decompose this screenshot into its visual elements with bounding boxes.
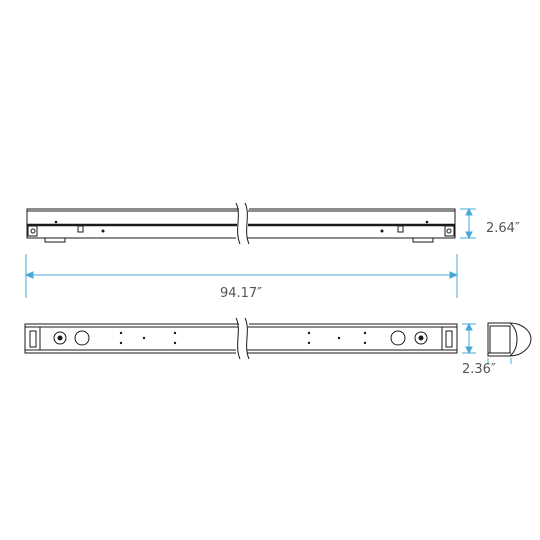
- side-view-left-endcap: [27, 225, 38, 237]
- bottom-view-left-slot: [29, 330, 37, 348]
- side-view-break-line-left: [235, 202, 241, 245]
- height-dim-arrow-bottom: [465, 231, 473, 240]
- bottom-view-left-knockout-large: [74, 330, 90, 346]
- width-dimension: [462, 322, 476, 355]
- width-dimension-label: 2.36″: [462, 362, 496, 377]
- height-dimension: [460, 207, 476, 240]
- length-dim-arrow-right: [449, 271, 459, 279]
- end-profile-outline: [487, 322, 532, 357]
- bottom-view-break-line-right: [244, 317, 250, 360]
- bottom-view-break-line-left: [235, 317, 241, 360]
- side-view: [26, 202, 456, 245]
- bottom-view-left-body: [24, 323, 239, 354]
- side-view-left-body: [26, 208, 239, 239]
- bottom-view: [24, 317, 458, 360]
- bottom-view-right-slot: [445, 330, 453, 348]
- bottom-view-right-knockout-large: [390, 330, 406, 346]
- length-dimension-label: 94.17″: [220, 286, 262, 301]
- side-view-break-line-right: [244, 202, 250, 245]
- side-view-left-screw: [30, 228, 36, 234]
- width-dim-arrow-bottom: [465, 346, 473, 355]
- bottom-view-left-knockout-small: [53, 331, 67, 345]
- bottom-view-left-knockout-small-center: [57, 335, 63, 341]
- bottom-view-right-knockout-small: [414, 331, 428, 345]
- bottom-view-mount-dots: [119, 331, 367, 345]
- side-view-left-dot: [101, 229, 105, 233]
- end-profile-body: [489, 325, 511, 354]
- end-profile: [487, 322, 532, 357]
- end-profile-dimension: [487, 358, 512, 364]
- side-view-right-clip: [412, 237, 434, 243]
- length-dim-arrow-left: [24, 271, 34, 279]
- side-view-right-tab: [397, 225, 404, 233]
- side-view-top-dot-right: [425, 220, 429, 224]
- side-view-top-dot-left: [54, 220, 58, 224]
- side-view-left-clip: [44, 237, 66, 243]
- end-profile-lens: [509, 322, 518, 357]
- width-dim-arrow-top: [465, 322, 473, 331]
- side-view-left-tab: [77, 225, 84, 233]
- side-view-right-endcap: [444, 225, 455, 237]
- height-dim-arrow-top: [465, 207, 473, 216]
- side-view-right-dot: [380, 229, 384, 233]
- height-dimension-label: 2.64″: [486, 221, 520, 236]
- side-view-right-screw: [446, 228, 452, 234]
- length-dimension: [24, 254, 459, 298]
- bottom-view-right-body: [247, 323, 458, 354]
- side-view-right-body: [247, 208, 456, 239]
- bottom-view-right-knockout-small-center: [418, 335, 424, 341]
